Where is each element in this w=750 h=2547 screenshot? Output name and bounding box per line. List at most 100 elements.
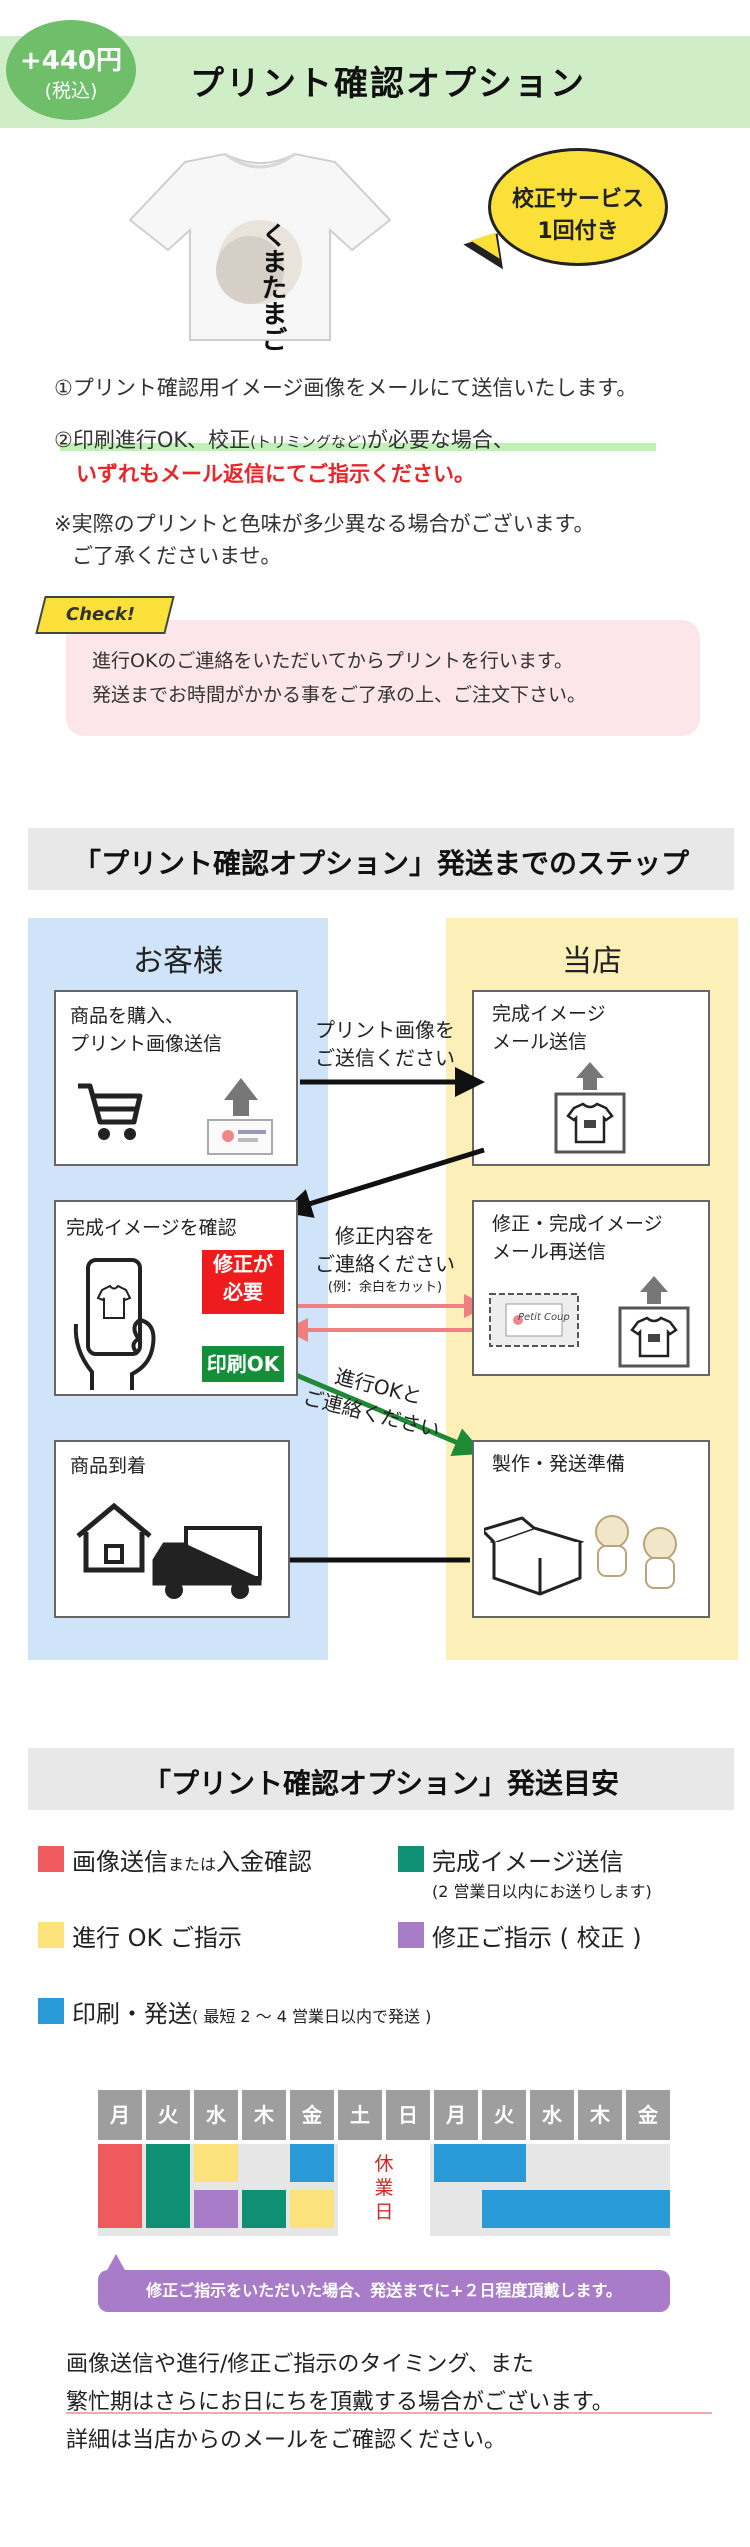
legend-image-send: 画像送信または入金確認 (72, 1842, 312, 1877)
step-card-production-title: 製作・発送準備 (492, 1453, 626, 1475)
note-line-1: ①プリント確認用イメージ画像をメールにて送信いたします。 (54, 376, 638, 400)
price-tax-note: (税込) (44, 80, 98, 102)
note-line-3: ※実際のプリントと色味が多少異なる場合がございます。 (54, 512, 595, 536)
note-line-2-small: (トリミングなど) (250, 433, 367, 451)
day-wed-1: 水 (194, 2090, 238, 2140)
fix-delay-note: 修正ご指示をいただいた場合、発送までに+２日程度頂戴します。 (98, 2270, 670, 2312)
arrow-return-image (281, 1147, 485, 1218)
bar-print-ship-2 (434, 2144, 526, 2182)
notice-line-1: 進行OKのご連絡をいただいてからプリントを行います。 (92, 650, 573, 672)
arrow-label-fix: 修正内容を ご連絡ください (例：余白をカット) (300, 1222, 470, 1298)
schedule-title-band (28, 1748, 734, 1810)
step-card-send-image-line-1: 完成イメージ (492, 1003, 606, 1025)
note-line-2-end: が必要な場合、 (366, 428, 514, 452)
bar-image-send (98, 2144, 142, 2228)
note-line-2: ②印刷進行OK、校正(トリミングなど)が必要な場合、 (54, 424, 514, 454)
bar-progress-ok-1 (194, 2144, 238, 2182)
holiday-cell (338, 2144, 430, 2236)
day-sat: 土 (338, 2090, 382, 2140)
note-line-2-red: いずれもメール返信にてご指示ください。 (76, 462, 475, 486)
step-card-resend-line-2: メール再送信 (492, 1241, 607, 1263)
legend-progress-ok: 進行 OK ご指示 (72, 1924, 242, 1952)
bar-complete-image (146, 2144, 190, 2228)
check-label: Check! (66, 604, 136, 625)
day-mon-1: 月 (98, 2090, 142, 2140)
note-line-2-main: ②印刷進行OK、校正 (54, 428, 251, 452)
bar-fix (194, 2190, 238, 2228)
customer-heading: お客様 (133, 944, 223, 979)
day-tue-2: 火 (482, 2090, 526, 2140)
arrow-label-send-image: プリント画像を ご送信ください (290, 1016, 480, 1072)
bubble-line-1: 校正サービス (511, 187, 644, 212)
arrow-label-send-image-line-2: ご送信ください (315, 1046, 455, 1070)
legend-swatch-progress-ok (38, 1922, 64, 1948)
fix-needed-line-1: 修正が (213, 1252, 273, 1276)
note-line-4: ご了承くださいませ。 (72, 544, 282, 568)
step-card-arrival: 商品到着 (54, 1440, 290, 1618)
arrow-label-fix-line-1: 修正内容を (335, 1224, 435, 1248)
shop-heading: 当店 (562, 944, 622, 979)
step-card-send-image-line-2: メール送信 (492, 1031, 588, 1053)
legend-complete-note: (2 営業日以内にお送りします) (432, 1882, 652, 1901)
schedule-title: 「プリント確認オプション」発送目安 (142, 1767, 619, 1800)
step-card-arrival-title: 商品到着 (70, 1455, 147, 1477)
arrow-label-fix-note: (例：余白をカット) (327, 1280, 443, 1295)
arrow-label-send-image-line-1: プリント画像を (315, 1018, 455, 1042)
holiday-char-2: 業 (374, 2177, 394, 2199)
legend-print-ship: 印刷・発送( 最短 2 ～ 4 営業日以内で発送 ) (72, 1994, 431, 2029)
step-card-production: 製作・発送準備 (472, 1440, 710, 1618)
footer-underline (66, 2412, 712, 2414)
step-card-resend-line-1: 修正・完成イメージ (492, 1213, 663, 1235)
phone-hand-icon (73, 1258, 156, 1390)
legend-swatch-print-ship (38, 1998, 64, 2024)
mail-shirt-icon (554, 1062, 626, 1154)
price-badge: +440円 (税込) (6, 20, 136, 120)
pill-pointer (106, 2254, 126, 2272)
legend-image-send-a: 画像送信 (72, 1848, 168, 1876)
step-card-purchase: 商品を購入、 プリント画像送信 (54, 990, 298, 1166)
proof-service-bubble: 校正サービス 1回付き (488, 148, 668, 266)
notice-box (66, 620, 700, 736)
step-card-send-image: 完成イメージ メール送信 (472, 990, 710, 1166)
legend-swatch-fix (398, 1922, 424, 1948)
day-fri-2: 金 (626, 2090, 670, 2140)
holiday-label: 休 業 日 (338, 2152, 430, 2224)
legend-fix: 修正ご指示 ( 校正 ) (432, 1924, 642, 1952)
arrow-label-fix-line-2: ご連絡ください (315, 1252, 455, 1276)
step-card-confirm-title: 完成イメージを確認 (66, 1217, 237, 1239)
legend-print-ship-note: ( 最短 2 ～ 4 営業日以内で発送 ) (192, 2007, 432, 2026)
upload-image-icon (207, 1078, 273, 1155)
tshirt-image (128, 152, 392, 341)
holiday-char-1: 休 (374, 2153, 394, 2175)
day-wed-2: 水 (530, 2090, 574, 2140)
step-card-purchase-line-2: プリント画像送信 (70, 1033, 223, 1055)
day-fri-1: 金 (290, 2090, 334, 2140)
trim-card-icon (489, 1293, 579, 1347)
notice-line-2: 発送までお時間がかかる事をご了承の上、ご注文下さい。 (92, 684, 587, 706)
steps-title-band (28, 828, 734, 890)
legend-swatch-image-send (38, 1846, 64, 1872)
fix-needed-flag: 修正が 必要 (202, 1250, 284, 1314)
print-ok-flag: 印刷OK (202, 1346, 284, 1382)
step-arrows (233, 1067, 488, 1575)
legend-print-ship-label: 印刷・発送 (72, 2000, 192, 2028)
fix-needed-line-2: 必要 (223, 1280, 263, 1304)
step-card-confirm: 完成イメージを確認 (54, 1200, 298, 1396)
footer-line-3: 詳細は当店からのメールをご確認ください。 (66, 2428, 507, 2453)
steps-title: 「プリント確認オプション」発送までのステップ (72, 847, 689, 880)
price-amount: +440円 (19, 46, 123, 76)
legend-swatch-complete-image (398, 1846, 424, 1872)
day-thu-1: 木 (242, 2090, 286, 2140)
bar-progress-ok-2 (290, 2190, 334, 2228)
highlight-underline (60, 443, 656, 451)
step-card-resend: 修正・完成イメージ メール再送信 Petit Coup (472, 1200, 710, 1376)
bar-print-ship-3 (482, 2190, 670, 2228)
step-card-purchase-line-1: 商品を購入、 (70, 1005, 185, 1027)
holiday-char-3: 日 (374, 2201, 394, 2223)
day-mon-2: 月 (434, 2090, 478, 2140)
legend-complete-image: 完成イメージ送信 (432, 1848, 624, 1876)
delivery-truck-icon (76, 1502, 262, 1599)
day-tue-1: 火 (146, 2090, 190, 2140)
brand-card-label: Petit Coup (518, 1312, 570, 1323)
day-sun: 日 (386, 2090, 430, 2140)
